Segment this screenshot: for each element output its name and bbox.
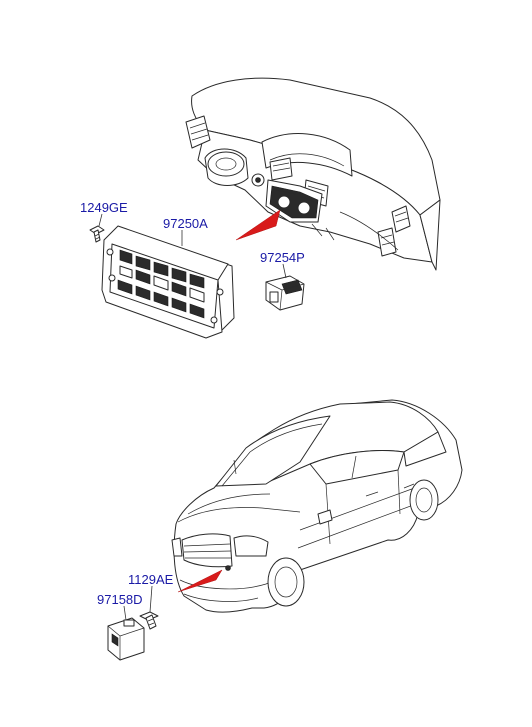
part-label-97158d[interactable]: 97158D — [97, 592, 143, 607]
part-label-1129ae[interactable]: 1129AE — [128, 572, 174, 587]
part-label-1249ge[interactable]: 1249GE — [80, 200, 128, 215]
pointer-arrow-top — [235, 209, 281, 241]
dashboard-illustration — [185, 77, 441, 271]
car-illustration — [171, 399, 463, 613]
pointer-arrow-bottom — [177, 569, 223, 593]
sensor-97254p — [265, 263, 305, 311]
bolt-1129ae — [139, 585, 159, 630]
sensor-97158d — [107, 605, 145, 661]
screw-1249ge — [89, 213, 105, 243]
part-label-97250a[interactable]: 97250A — [163, 216, 208, 231]
control-unit-97250a — [101, 225, 235, 339]
part-label-97254p[interactable]: 97254P — [260, 250, 305, 265]
